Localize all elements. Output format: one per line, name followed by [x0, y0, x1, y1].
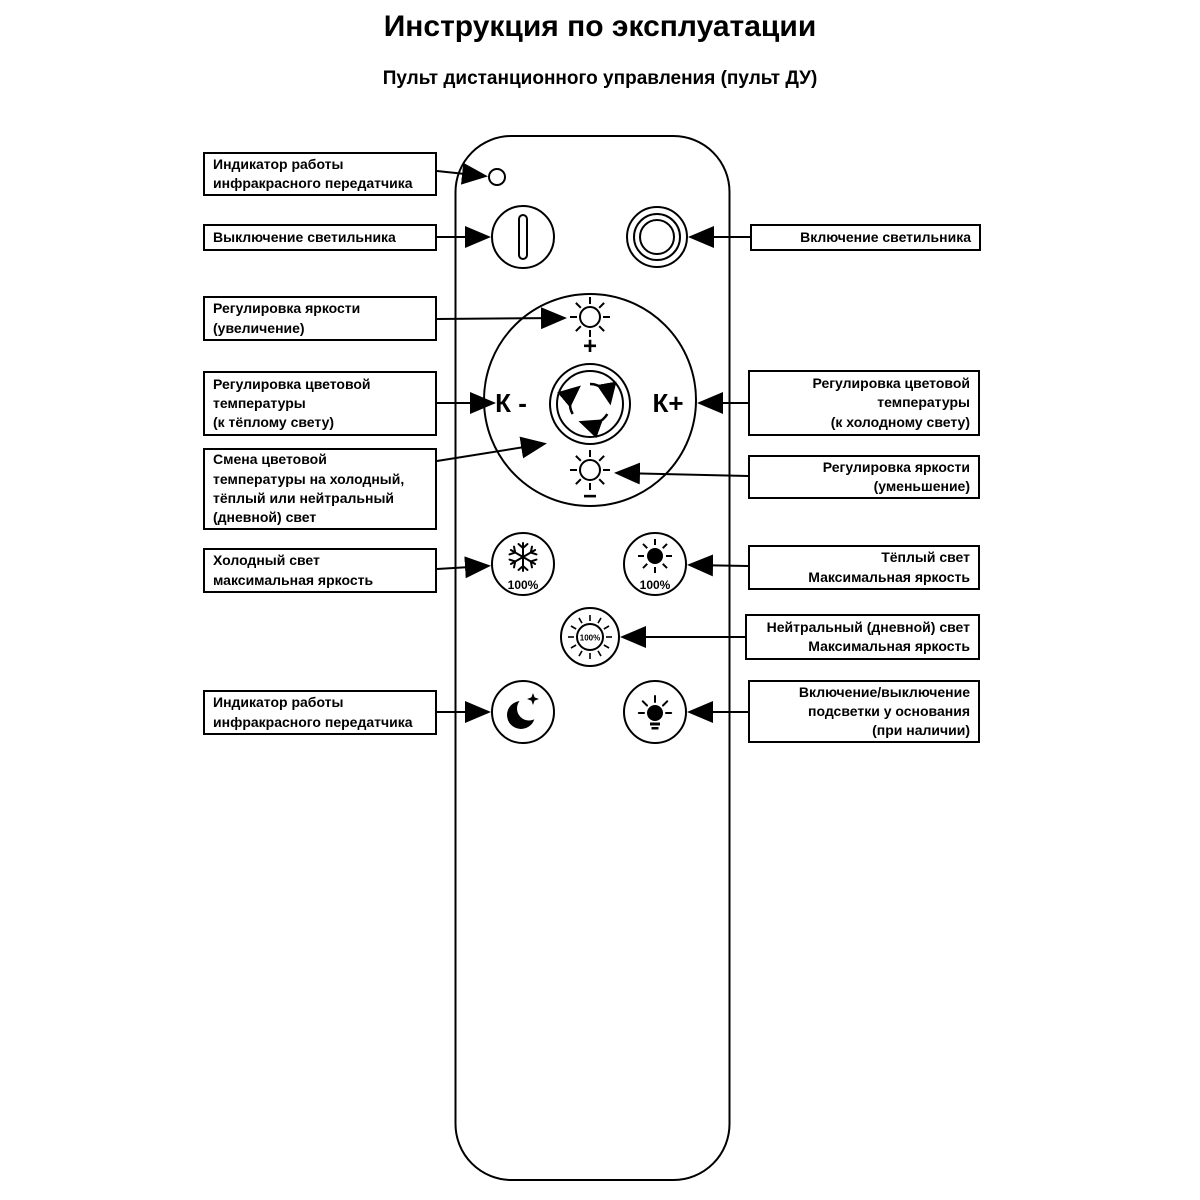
label-text: Регулировка цветовой температуры (к холо… — [812, 375, 970, 430]
label-text: Холодный свет максимальная яркость — [213, 552, 374, 588]
label-text: Выключение светильника — [213, 228, 396, 245]
label-text: Тёплый свет Максимальная яркость — [808, 549, 970, 585]
minus-label: − — [583, 483, 597, 510]
plus-label: + — [583, 333, 597, 360]
label-cold-max: Холодный свет максимальная яркость — [203, 548, 437, 593]
connector-arrows — [436, 162, 750, 723]
label-text: Регулировка яркости (уменьшение) — [822, 458, 970, 494]
label-text: Включение/выключение подсветки у основан… — [798, 683, 970, 739]
label-text: Регулировка цветовой температуры (к тёпл… — [213, 375, 371, 431]
k-plus-label: К+ — [652, 388, 683, 418]
arrow-brightness-up — [436, 307, 567, 330]
label-text: Индикатор работы инфракрасного передатчи… — [213, 694, 413, 730]
page-title: Инструкция по эксплуатации — [383, 10, 817, 43]
label-neutral-max: Нейтральный (дневной) свет Максимальная … — [745, 614, 980, 660]
k-minus-label: К - — [495, 388, 527, 418]
power-off-icon — [518, 214, 528, 260]
power-on-button — [626, 206, 688, 268]
arrow-color-mode — [436, 436, 547, 462]
label-brightness-up: Регулировка яркости (увеличение) — [203, 296, 437, 341]
color-mode-button — [549, 363, 631, 445]
power-on-icon — [633, 213, 681, 261]
label-text: Нейтральный (дневной) свет Максимальная … — [766, 618, 970, 654]
page-subtitle: Пульт дистанционного управления (пульт Д… — [382, 68, 818, 89]
arrow-warm-max — [687, 554, 749, 577]
label-color-temp-cold: Регулировка цветовой температуры (к холо… — [748, 370, 980, 436]
label-ir-indicator-bottom: Индикатор работы инфракрасного передатчи… — [203, 690, 437, 735]
sun-minus-icon — [569, 449, 611, 491]
label-color-temp-warm: Регулировка цветовой температуры (к тёпл… — [203, 371, 437, 436]
label-power-off: Выключение светильника — [203, 224, 437, 251]
label-base-light: Включение/выключение подсветки у основан… — [748, 680, 980, 743]
label-text: Индикатор работы инфракрасного передатчи… — [213, 155, 413, 191]
label-text: Включение светильника — [800, 228, 971, 245]
neutral-max-button: 100% — [560, 607, 620, 667]
label-text: Регулировка яркости (увеличение) — [213, 300, 361, 336]
filled-sun-icon — [637, 538, 673, 574]
sun-plus-icon — [569, 296, 611, 338]
outline-sun-icon — [567, 614, 613, 660]
star-icon — [527, 693, 539, 705]
bulb-icon — [637, 695, 673, 730]
night-mode-button — [491, 680, 555, 744]
label-power-on: Включение светильника — [750, 224, 981, 251]
label-brightness-down: Регулировка яркости (уменьшение) — [748, 455, 980, 499]
neutral-percent-label: 100% — [580, 634, 600, 643]
arrow-cold-max — [436, 556, 491, 579]
ir-indicator-icon — [488, 168, 506, 186]
label-text: Смена цветовой температуры на холодный, … — [213, 451, 405, 526]
label-ir-indicator-top: Индикатор работы инфракрасного передатчи… — [203, 152, 437, 196]
cold-max-button: 100% — [491, 532, 555, 596]
label-color-mode: Смена цветовой температуры на холодный, … — [203, 448, 437, 530]
power-off-button — [491, 205, 555, 269]
arrow-ir-top — [436, 162, 488, 185]
warm-max-button: 100% — [623, 532, 687, 596]
arrow-brightness-down — [614, 462, 749, 485]
moon-star-icon — [507, 693, 541, 729]
rotate-arrows-icon — [557, 381, 617, 439]
warm-percent-label: 100% — [640, 578, 671, 592]
base-light-button — [623, 680, 687, 744]
cold-percent-label: 100% — [508, 578, 539, 592]
label-warm-max: Тёплый свет Максимальная яркость — [748, 545, 980, 590]
